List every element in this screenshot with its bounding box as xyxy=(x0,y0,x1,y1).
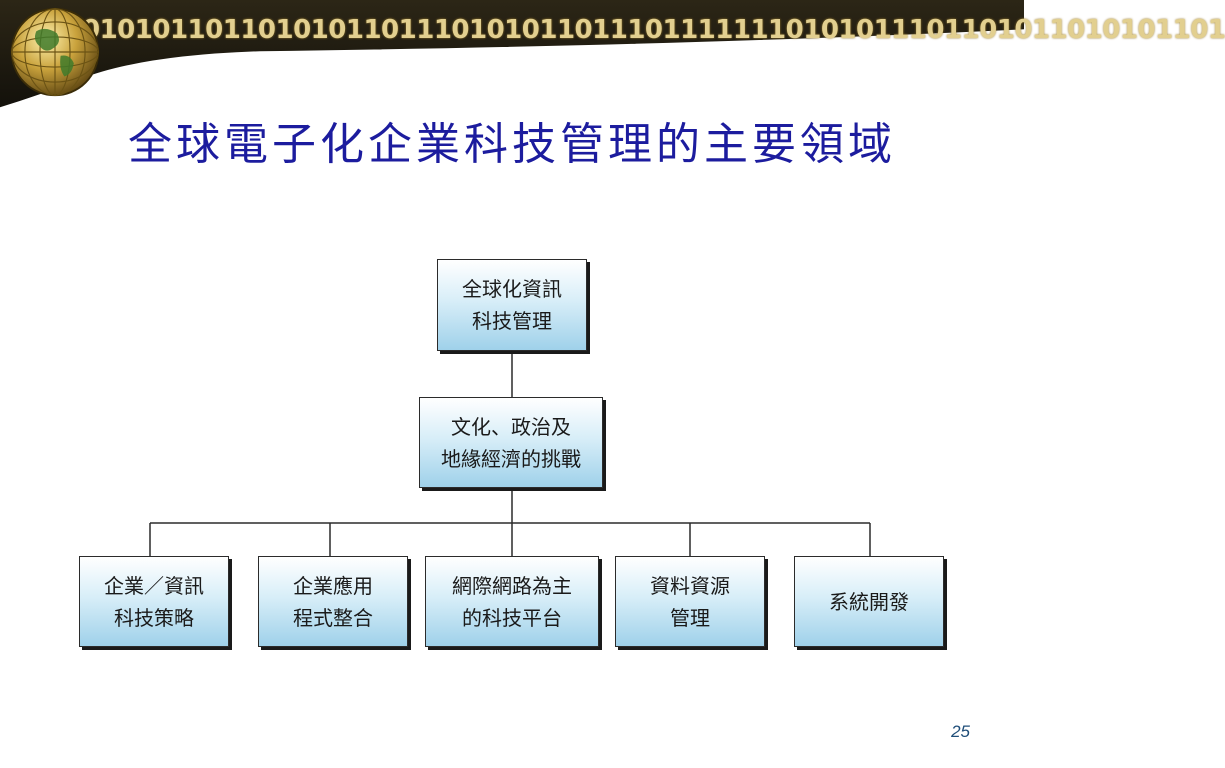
node-systems-development: 系統開發 xyxy=(794,556,944,647)
slide-title: 全球電子化企業科技管理的主要領域 xyxy=(128,119,896,170)
node-internet-tech-platform: 網際網路為主 的科技平台 xyxy=(425,556,599,647)
page-number: 25 xyxy=(951,722,970,741)
node-cultural-political-challenges: 文化、政治及 地緣經濟的挑戰 xyxy=(419,397,603,488)
node-business-it-strategy: 企業／資訊 科技策略 xyxy=(79,556,229,647)
header-banner: 0101011011010101101110101011011101111111… xyxy=(0,0,1225,112)
diagram-connectors xyxy=(149,352,871,556)
node-global-it-management: 全球化資訊 科技管理 xyxy=(437,259,587,351)
node-data-resource-management: 資料資源 管理 xyxy=(615,556,765,647)
binary-code-strip: 0101011011010101101110101011011101111111… xyxy=(82,15,1225,45)
node-application-integration: 企業應用 程式整合 xyxy=(258,556,408,647)
globe-icon xyxy=(10,7,100,97)
